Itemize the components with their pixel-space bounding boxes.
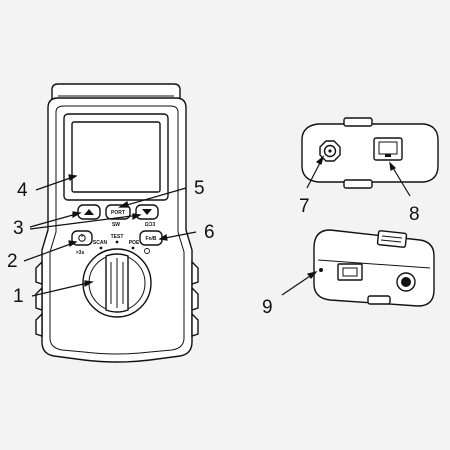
left-grips: [35, 260, 43, 337]
callout-number-5: 5: [194, 178, 205, 199]
adapter-end-view: [301, 117, 439, 189]
port-button-label: PORT: [111, 210, 125, 216]
dial-label-scan: SCAN: [93, 240, 108, 246]
callout-number-7: 7: [299, 196, 310, 217]
right-grips: [191, 260, 199, 337]
down-arrow-button[interactable]: [135, 204, 159, 220]
dbz-label: ΩƆ3: [145, 222, 156, 228]
remote-body: [313, 229, 435, 307]
remote-unit: [313, 229, 435, 307]
up-arrow-button[interactable]: [77, 204, 101, 220]
adapter-end-body: [301, 123, 439, 183]
function-button[interactable]: Fn/B: [139, 230, 163, 246]
sw-label: SW: [112, 222, 120, 228]
tester-inner-frame: [49, 105, 185, 355]
lcd-screen: [71, 121, 161, 193]
hold-label: >3s: [76, 250, 85, 256]
callout-lines: [23, 155, 411, 297]
backlight-button[interactable]: [71, 230, 93, 246]
coax-connector: [319, 140, 341, 162]
dial-label-poe: POE: [129, 240, 140, 246]
callout-number-9: 9: [262, 297, 273, 318]
callout-number-3: 3: [13, 218, 24, 239]
callout-number-6: 6: [204, 222, 215, 243]
rotary-dial[interactable]: [82, 248, 152, 318]
callout-number-2: 2: [7, 251, 18, 272]
remote-rj45-jack: [337, 263, 363, 281]
port-button[interactable]: PORT: [105, 204, 131, 220]
callout-number-4: 4: [17, 180, 28, 201]
rj45-jack: [373, 137, 403, 161]
main-tester: PORT SW ΩƆ3 >3s Fn/B SCAN TEST POE: [35, 83, 199, 363]
dial-label-test: TEST: [111, 234, 124, 240]
callout-number-1: 1: [13, 286, 24, 307]
callout-number-8: 8: [409, 204, 420, 225]
function-button-label: Fn/B: [145, 236, 156, 242]
remote-coax-connector: [396, 272, 416, 292]
